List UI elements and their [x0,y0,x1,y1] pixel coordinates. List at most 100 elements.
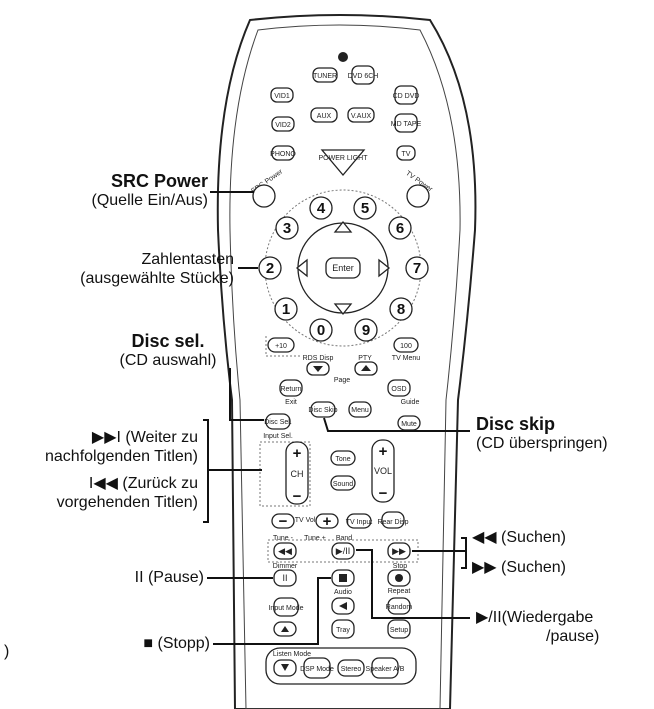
ch-rocker [285,441,309,505]
callout-disc-sel-sub: (CD auswahl) [119,352,217,369]
svg-text:OSD: OSD [391,386,406,393]
svg-text:Enter: Enter [332,263,354,273]
svg-text:PTY: PTY [358,355,372,362]
svg-text:Tune +: Tune + [304,535,326,542]
svg-text:Listen Mode: Listen Mode [273,651,311,658]
svg-text:Audio: Audio [334,589,352,596]
svg-text:Setup: Setup [390,627,408,634]
svg-text:II: II [282,573,287,583]
btn-mdtape: MD TAPE [391,121,422,128]
callout-numbers: Zahlentasten (ausgewählte Stücke) [80,250,234,288]
callout-disc-skip-title: Disc skip [476,414,556,434]
callout-stop: ■ (Stopp) [143,635,210,652]
svg-text:Sound: Sound [333,481,353,488]
callout-rew: ◀◀ (Suchen) [472,529,566,546]
svg-text:−: − [379,485,388,502]
btn-dvd6ch: DVD 6CH [348,73,379,80]
btn-tv: TV [402,151,411,158]
svg-text:TV Input: TV Input [346,519,373,526]
pause-button [273,569,297,587]
svg-text:9: 9 [362,322,370,339]
svg-text:Menu: Menu [351,407,369,414]
svg-text:Band: Band [336,535,352,542]
number-keys: 4 5 3 6 2 7 1 8 0 9 [258,196,429,342]
svg-text:▶▶: ▶▶ [392,546,406,556]
remote-inner [229,24,461,709]
svg-text:−: − [293,488,302,505]
callout-disc-skip: Disc skip (CD überspringen) [476,415,608,453]
svg-text:Tone: Tone [335,456,350,463]
callout-pause: II (Pause) [134,569,204,586]
ch-frame [259,441,311,507]
btn-vid1: VID1 [274,93,290,100]
svg-text:Rear Disp: Rear Disp [377,519,408,526]
svg-text:7: 7 [413,260,421,277]
callout-lines [203,191,470,645]
src-power-button [252,184,276,208]
callout-src-power-title: SRC Power [110,171,208,191]
svg-text:6: 6 [396,220,404,237]
enter-button [325,257,361,279]
svg-text:RDS Disp: RDS Disp [303,355,334,362]
callout-src-power-sub: (Quelle Ein/Aus) [91,192,209,209]
btn-aux: AUX [317,113,332,120]
svg-text:0: 0 [317,322,325,339]
btn-vaux: V.AUX [351,113,372,120]
callout-next: ▶▶I (Weiter zu nachfolgenden Titlen) [45,428,198,466]
svg-text:Speaker A/B: Speaker A/B [366,666,405,673]
svg-text:3: 3 [283,220,291,237]
callout-ff: ▶▶ (Suchen) [472,559,566,576]
rew-button [273,542,297,560]
svg-text:Disc Skip: Disc Skip [308,407,337,414]
svg-text:▶/II: ▶/II [336,546,350,556]
svg-text:POWER LIGHT: POWER LIGHT [318,155,368,162]
callout-prev-line2: vorgehenden Titlen) [56,494,198,511]
power-light [320,149,366,177]
svg-text:Page: Page [334,377,350,384]
top-buttons: TUNER DVD 6CH CD DVD VID1 VID2 MD TAPE A… [270,65,422,161]
svg-text:1: 1 [282,301,290,318]
play-button [331,542,355,560]
svg-text:Disc Sel.: Disc Sel. [264,419,292,426]
ir-led [338,52,348,62]
svg-text:5: 5 [361,200,369,217]
btn-cd: CD DVD [393,93,420,100]
svg-text:Input Sel.: Input Sel. [263,433,293,440]
svg-text:−: − [279,513,288,530]
svg-text:DSP Mode: DSP Mode [300,666,334,673]
vol-rocker [371,439,395,503]
svg-text:Dimmer: Dimmer [273,563,298,570]
svg-text:Repeat: Repeat [388,588,411,595]
svg-text:◀◀: ◀◀ [278,546,292,556]
svg-text:4: 4 [317,200,326,217]
svg-text:Guide: Guide [401,399,420,406]
svg-text:TV Vol: TV Vol [295,517,316,524]
callout-disc-sel: Disc sel. (CD auswahl) [78,332,258,370]
callout-numbers-title: Zahlentasten [141,251,234,268]
svg-text:Stereo: Stereo [341,666,362,673]
callout-next-line2: nachfolgenden Titlen) [45,448,198,465]
callout-disc-sel-title: Disc sel. [131,331,205,351]
svg-text:100: 100 [400,343,412,350]
callout-disc-skip-sub: (CD überspringen) [476,435,608,452]
tv-power-button [406,184,430,208]
callout-numbers-sub: (ausgewählte Stücke) [80,270,234,287]
svg-text:Random: Random [386,604,413,611]
svg-text:Return: Return [280,386,301,393]
svg-text:2: 2 [266,260,274,277]
callout-next-line1: ▶▶I (Weiter zu [91,429,198,446]
svg-text:+: + [323,513,332,530]
svg-text:VOL: VOL [374,466,392,476]
callout-play-line2: /pause) [546,628,600,645]
svg-text:Exit: Exit [285,399,297,406]
svg-text:Input Mode: Input Mode [268,605,303,612]
svg-text:+: + [293,445,302,462]
callout-prev-line1: I◀◀ (Zurück zu [88,475,198,492]
svg-text:Stop: Stop [393,563,408,570]
callout-play-line1: ▶/II(Wiedergabe [476,609,594,626]
callout-stray: ) [4,643,10,660]
svg-text:+: + [379,443,388,460]
svg-text:CH: CH [291,469,304,479]
svg-text:8: 8 [397,301,405,318]
